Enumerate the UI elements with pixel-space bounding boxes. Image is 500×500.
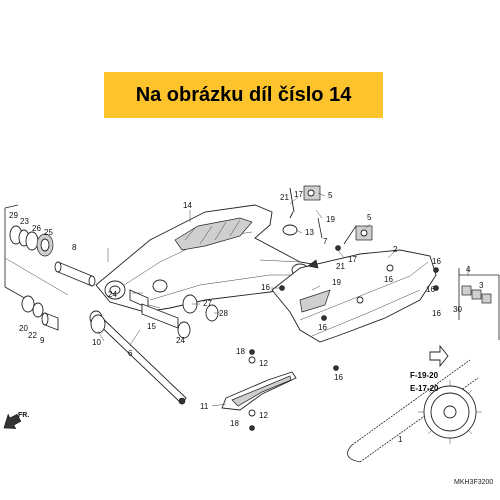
callout-12-lower: 12 (259, 411, 268, 420)
part-shapes (4, 185, 500, 463)
callout-labels: 29 23 26 25 8 14 21 17 5 19 13 7 5 17 21… (9, 190, 484, 444)
banner-text: Na obrázku díl číslo 14 (135, 83, 352, 106)
callout-17-upper: 17 (294, 190, 303, 199)
callout-23: 23 (20, 217, 29, 226)
callout-28: 28 (219, 309, 228, 318)
callout-8: 8 (72, 243, 77, 252)
callout-6: 6 (128, 349, 133, 358)
front-label: FR. (18, 412, 29, 419)
reference-arrow-icon (429, 344, 449, 368)
reference-e-17-20: E-17-20 (410, 384, 439, 393)
callout-16-a: 16 (261, 283, 270, 292)
callout-20: 20 (19, 324, 28, 333)
callout-11: 11 (200, 402, 209, 411)
callout-10: 10 (92, 338, 101, 347)
callout-12-upper: 12 (259, 359, 268, 368)
callout-25: 25 (44, 228, 53, 237)
callout-4: 4 (466, 265, 471, 274)
callout-15: 15 (147, 322, 156, 331)
callout-16-c: 16 (432, 257, 441, 266)
callout-22: 22 (28, 331, 37, 340)
callout-2: 2 (393, 245, 398, 254)
callout-7: 7 (323, 237, 328, 246)
callout-19-lower: 19 (332, 278, 341, 287)
callout-16-d: 16 (426, 285, 435, 294)
callout-3: 3 (479, 281, 484, 290)
callout-16-g: 16 (432, 309, 441, 318)
callout-14: 14 (183, 201, 192, 210)
callout-16-e: 16 (318, 323, 327, 332)
callout-1: 1 (398, 435, 403, 444)
callout-9: 9 (40, 336, 45, 345)
callout-21-lower: 21 (336, 262, 345, 271)
callout-24-lower: 24 (176, 336, 185, 345)
callout-16-f: 16 (334, 373, 343, 382)
callout-13: 13 (305, 228, 314, 237)
part-number-banner: Na obrázku díl číslo 14 (104, 72, 383, 118)
callout-29: 29 (9, 211, 18, 220)
callout-5-lower: 5 (367, 213, 372, 222)
callout-18-upper: 18 (236, 347, 245, 356)
leader-lines (97, 192, 469, 407)
drawing-code: MKH3F3200 (454, 479, 493, 486)
callout-19-upper: 19 (326, 215, 335, 224)
front-direction-marker: FR. (3, 412, 29, 429)
callout-5-upper: 5 (328, 191, 333, 200)
callout-16-b: 16 (384, 275, 393, 284)
callout-24-upper: 24 (108, 290, 117, 299)
section-references: F-19-20 E-17-20 (410, 344, 449, 393)
callout-17-lower: 17 (348, 255, 357, 264)
callout-21-upper: 21 (280, 193, 289, 202)
callout-26: 26 (32, 224, 41, 233)
callout-18-lower: 18 (230, 419, 239, 428)
front-arrow-icon (3, 413, 22, 429)
reference-f-19-20: F-19-20 (410, 371, 439, 380)
callout-27: 27 (203, 299, 212, 308)
callout-30: 30 (453, 305, 462, 314)
